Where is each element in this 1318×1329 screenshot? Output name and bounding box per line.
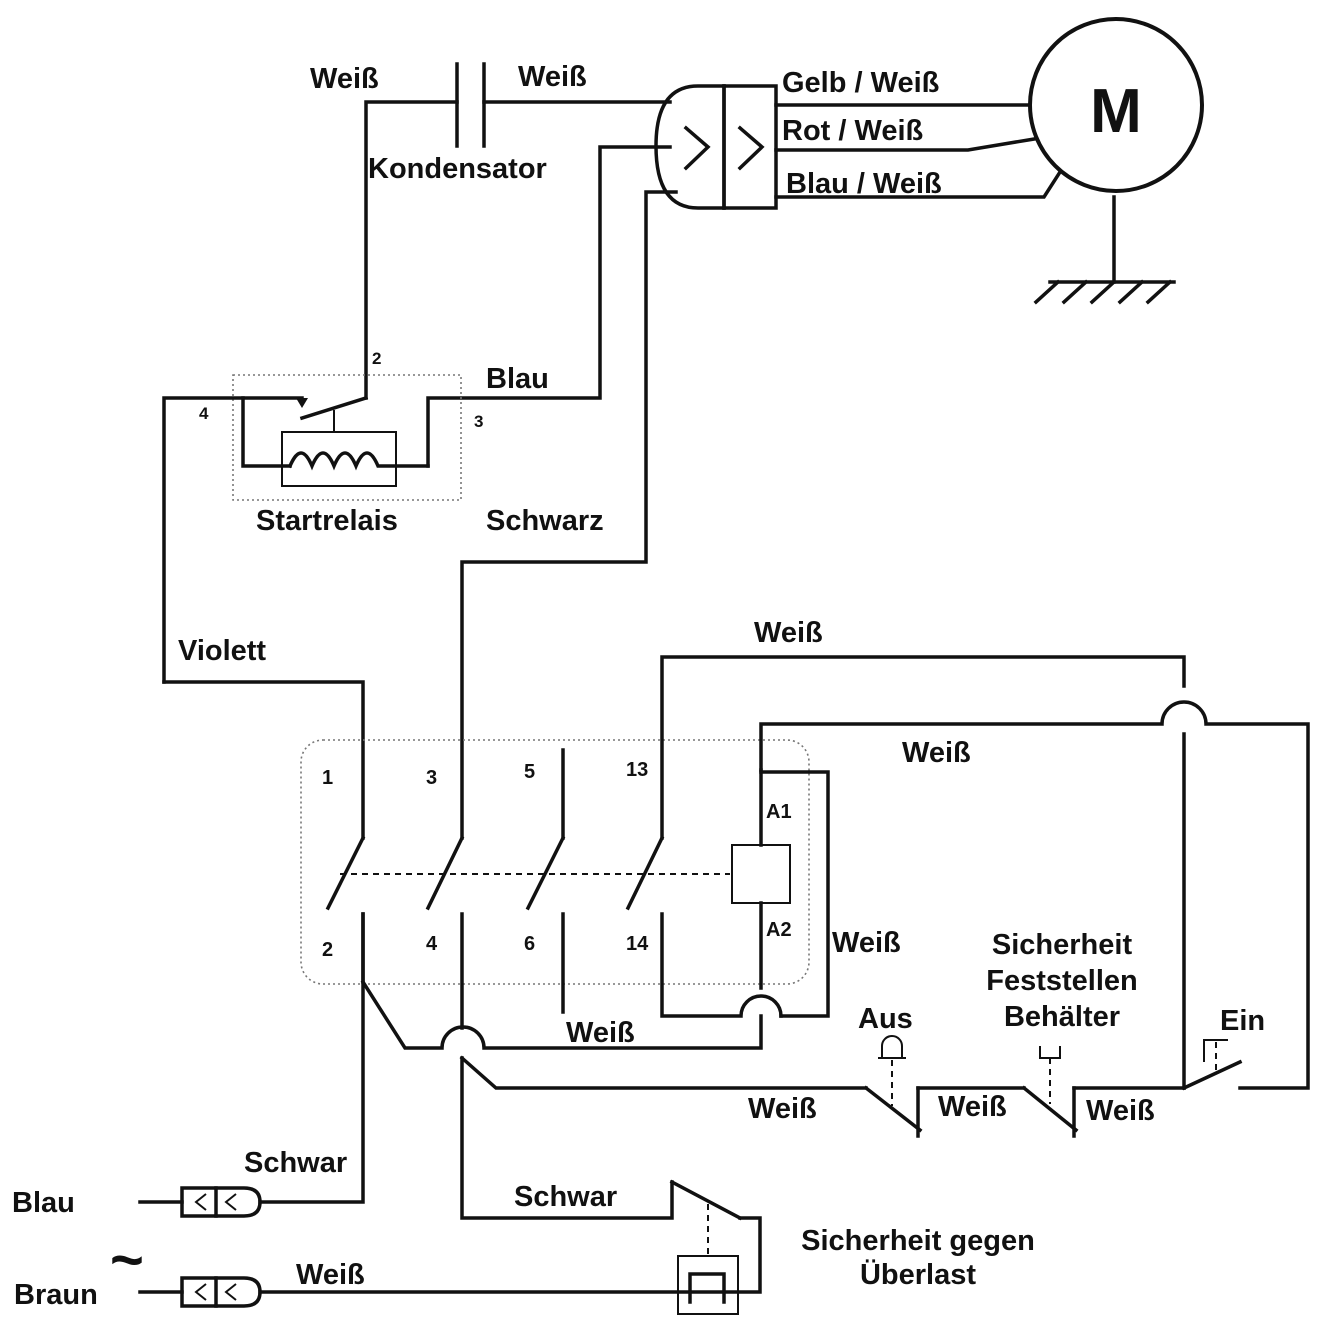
wire-weiss-14	[660, 912, 783, 1018]
label-weiss-left: Weiß	[310, 63, 379, 95]
contactor-pin-6: 6	[524, 933, 535, 955]
wire-blau-weiss	[774, 169, 1063, 199]
relay-pin-3: 3	[474, 412, 483, 431]
label-ueberlast-2: Überlast	[860, 1258, 976, 1291]
wire-blau	[426, 145, 672, 468]
contactor	[300, 739, 810, 1030]
label-sicherheit-1: Sicherheit	[992, 929, 1133, 961]
contactor-pin-2: 2	[322, 939, 333, 961]
wire-weiss-2	[360, 979, 763, 1050]
label-sicherheit-2: Feststellen	[986, 965, 1138, 997]
label-schwar-mid: Schwar	[514, 1181, 617, 1213]
label-gelb-weiss: Gelb / Weiß	[782, 67, 939, 99]
label-blau-weiss: Blau / Weiß	[786, 168, 942, 200]
contactor-pin-5: 5	[524, 761, 535, 783]
contactor-pin-4: 4	[426, 933, 438, 955]
switch-feststellen	[1021, 1046, 1079, 1138]
label-rot-weiss: Rot / Weiß	[782, 115, 923, 147]
wire-rot-weiss	[774, 136, 1037, 152]
label-startrelais: Startrelais	[256, 505, 398, 537]
motor: M	[1028, 17, 1204, 193]
wire-schwar-mid	[460, 1056, 674, 1220]
label-weiss-aus: Weiß	[748, 1093, 817, 1125]
label-weiss-ein: Weiß	[1086, 1095, 1155, 1127]
label-weiss-bottom-mid: Weiß	[566, 1017, 635, 1049]
label-tilde: ~	[110, 1228, 144, 1293]
wire-schwarz	[460, 190, 678, 840]
label-weiss-top: Weiß	[754, 617, 823, 649]
label-blau-plug: Blau	[12, 1187, 75, 1219]
coil-a1: A1	[766, 801, 792, 823]
wire-weiss-13	[660, 655, 1186, 840]
label-blau-wire: Blau	[486, 363, 549, 395]
label-weiss-a1: Weiß	[902, 737, 971, 769]
wire-weiss-braun	[258, 1216, 762, 1294]
motor-label: M	[1090, 77, 1142, 146]
contactor-pin-3: 3	[426, 767, 437, 789]
label-ueberlast-1: Sicherheit gegen	[801, 1225, 1035, 1257]
label-weiss-a2: Weiß	[832, 927, 901, 959]
label-ein: Ein	[1220, 1005, 1265, 1037]
label-violett: Violett	[178, 635, 266, 667]
label-sicherheit-3: Behälter	[1004, 1001, 1120, 1033]
start-relay	[162, 374, 462, 684]
wire-weiss-a1	[759, 700, 1310, 1090]
wire-weiss-capacitor-left	[364, 100, 459, 400]
plug-braun	[138, 1276, 262, 1308]
switch-aus	[863, 1035, 923, 1138]
label-schwar-left: Schwar	[244, 1147, 347, 1179]
label-schwarz: Schwarz	[486, 505, 604, 537]
label-weiss-mid: Weiß	[938, 1091, 1007, 1123]
label-weiss-plug: Weiß	[296, 1259, 365, 1291]
contactor-pin-14: 14	[626, 933, 649, 955]
ground-symbol	[1033, 195, 1176, 305]
label-kondensator: Kondensator	[368, 153, 547, 185]
relay-pin-4: 4	[199, 404, 209, 423]
wire-weiss-4	[459, 1055, 868, 1090]
wire-violett	[162, 680, 365, 840]
motor-connector	[654, 84, 778, 210]
coil-a2: A2	[766, 919, 792, 941]
switch-ein	[1181, 1039, 1243, 1091]
label-weiss-right: Weiß	[518, 61, 587, 93]
overload-protector	[669, 1179, 743, 1315]
label-aus: Aus	[858, 1003, 913, 1035]
plug-blau	[138, 912, 365, 1218]
wire-weiss-a1-loop	[759, 770, 830, 1018]
contactor-pin-1: 1	[322, 767, 333, 789]
relay-pin-2: 2	[372, 349, 381, 368]
capacitor	[455, 62, 486, 148]
contactor-pin-13: 13	[626, 759, 648, 781]
label-braun-plug: Braun	[14, 1279, 98, 1311]
